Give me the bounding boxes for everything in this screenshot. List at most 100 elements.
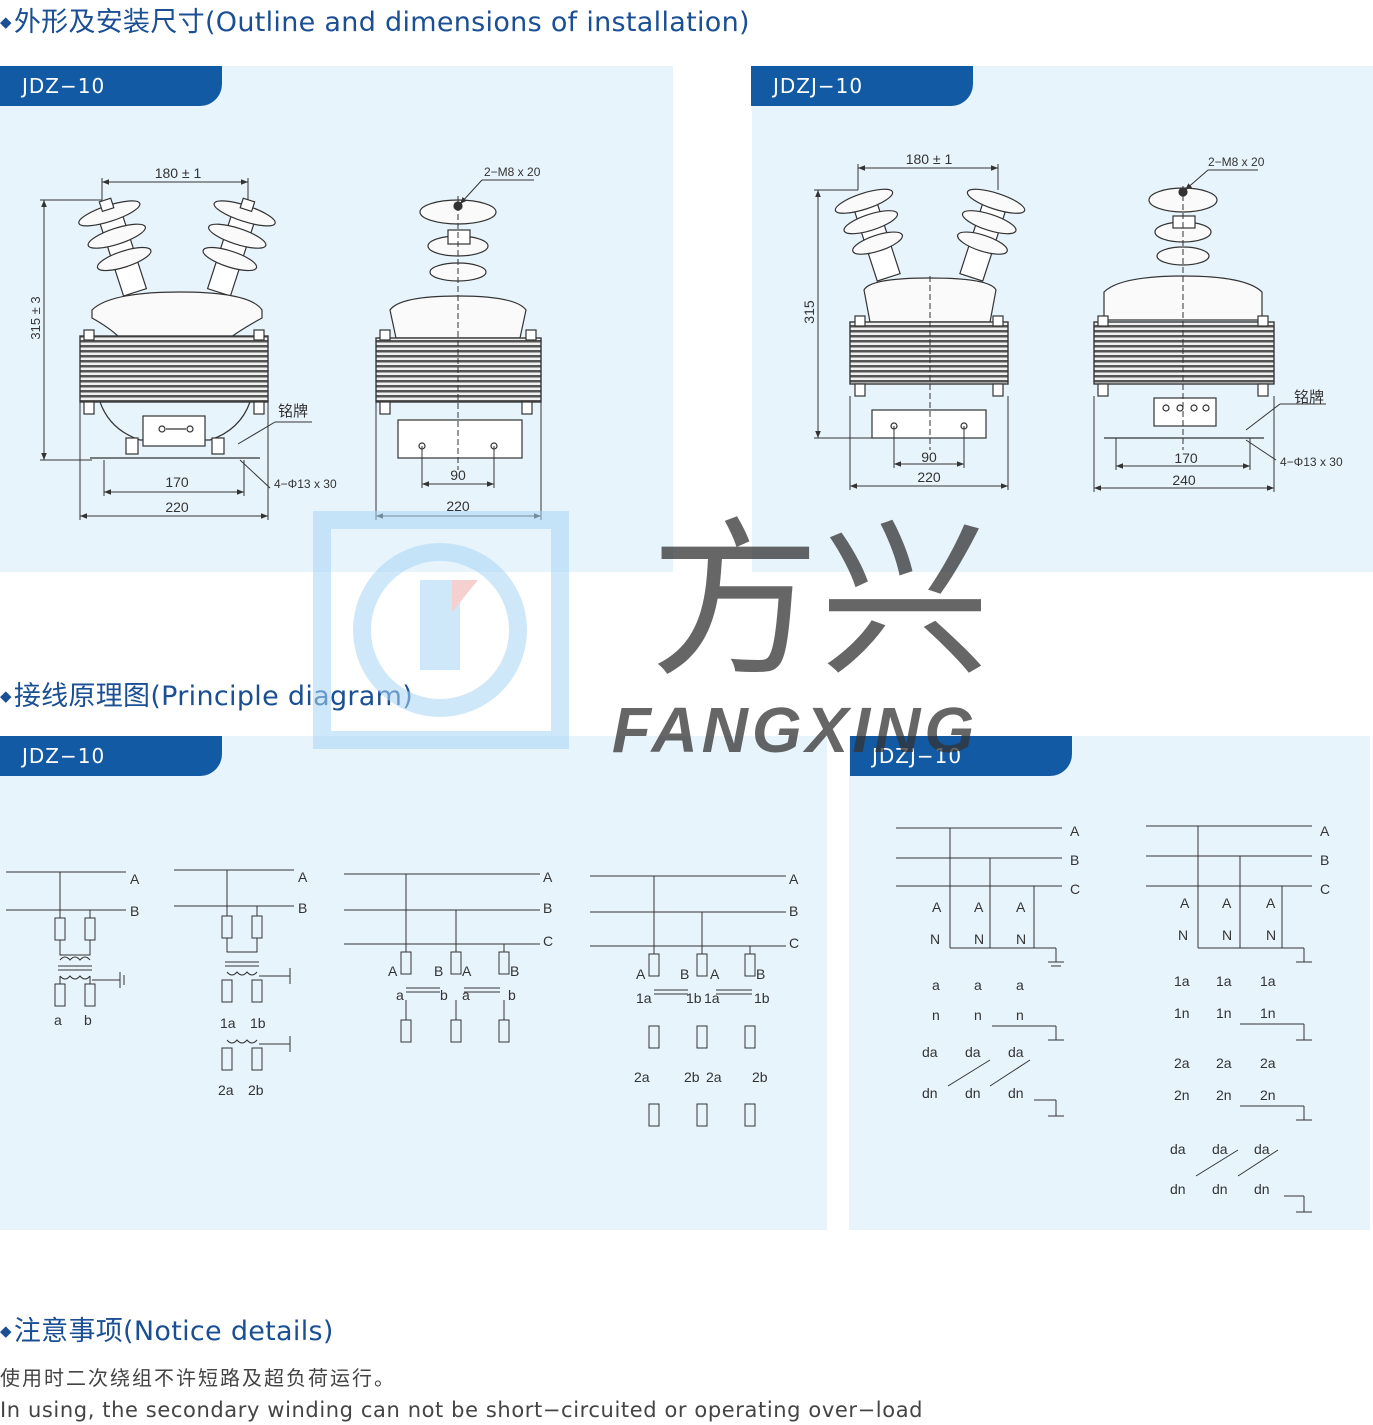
- tab-outline-jdzj: JDZJ−10: [751, 66, 973, 106]
- svg-text:n: n: [974, 1007, 982, 1023]
- outline-heading: ◆外形及安装尺寸(Outline and dimensions of insta…: [0, 7, 750, 38]
- dim-jdz-315: 315 ± 3: [28, 296, 43, 339]
- svg-text:1a: 1a: [1216, 973, 1232, 989]
- diamond-bullet-icon: ◆: [0, 13, 12, 31]
- svg-text:da: da: [1254, 1141, 1270, 1157]
- svg-text:B: B: [1320, 852, 1329, 868]
- svg-text:a: a: [54, 1012, 62, 1028]
- svg-text:A: A: [1180, 895, 1190, 911]
- jdzj-wiring-diagrams: [896, 825, 1312, 1213]
- dim-jdzj-bolt: 2−M8 x 20: [1208, 155, 1265, 169]
- svg-text:B: B: [756, 966, 765, 982]
- svg-text:2a: 2a: [634, 1069, 650, 1085]
- svg-text:dn: dn: [1170, 1181, 1186, 1197]
- svg-text:1b: 1b: [250, 1015, 266, 1031]
- jdzj-front-view: [834, 188, 1026, 439]
- svg-text:n: n: [932, 1007, 940, 1023]
- watermark-cn: 方兴: [650, 507, 990, 697]
- svg-text:1a: 1a: [220, 1015, 236, 1031]
- svg-text:1a: 1a: [636, 990, 652, 1006]
- dim-jdzj-315: 315: [801, 300, 817, 324]
- svg-text:N: N: [1266, 927, 1276, 943]
- jdzj-front-dims: [814, 164, 1009, 490]
- svg-text:dn: dn: [1008, 1085, 1024, 1101]
- svg-text:A: A: [543, 869, 553, 885]
- svg-text:da: da: [1212, 1141, 1228, 1157]
- svg-text:B: B: [680, 966, 689, 982]
- svg-text:B: B: [434, 963, 443, 979]
- svg-text:C: C: [543, 933, 553, 949]
- svg-text:A: A: [298, 869, 308, 885]
- dim-jdzj-90: 90: [921, 449, 937, 465]
- svg-text:dn: dn: [922, 1085, 938, 1101]
- nameplate-label-jdzj: 铭牌: [1294, 389, 1324, 406]
- jdz-front-dims: [40, 178, 312, 520]
- svg-text:A: A: [1016, 899, 1026, 915]
- tab-outline-jdz: JDZ−10: [0, 66, 222, 106]
- svg-text:dn: dn: [1254, 1181, 1270, 1197]
- svg-text:A: A: [388, 963, 398, 979]
- svg-text:A: A: [462, 963, 472, 979]
- svg-text:B: B: [298, 900, 307, 916]
- svg-text:a: a: [1016, 977, 1024, 993]
- dim-jdzj-180: 180 ± 1: [906, 151, 953, 167]
- dim-jdz-bolt: 2−M8 x 20: [484, 165, 541, 179]
- svg-text:n: n: [1016, 1007, 1024, 1023]
- diamond-bullet-icon: ◆: [0, 687, 12, 705]
- svg-text:da: da: [965, 1044, 981, 1060]
- notice-text-cn: 使用时二次绕组不许短路及超负荷运行。: [0, 1366, 396, 1390]
- svg-text:1n: 1n: [1174, 1005, 1190, 1021]
- svg-text:2a: 2a: [1174, 1055, 1190, 1071]
- svg-text:2a: 2a: [218, 1082, 234, 1098]
- dim-jdz-220-front: 220: [165, 499, 189, 515]
- svg-text:2a: 2a: [1260, 1055, 1276, 1071]
- tab-principle-jdzj: JDZJ−10: [850, 736, 1072, 776]
- svg-text:2b: 2b: [684, 1069, 700, 1085]
- dim-jdz-hole: 4−Φ13 x 30: [274, 477, 337, 491]
- fangxing-logo-watermark: [313, 511, 569, 749]
- tab-principle-jdz: JDZ−10: [0, 736, 222, 776]
- svg-text:2b: 2b: [752, 1069, 768, 1085]
- svg-text:N: N: [974, 931, 984, 947]
- svg-text:A: A: [1266, 895, 1276, 911]
- svg-text:da: da: [922, 1044, 938, 1060]
- svg-text:da: da: [1008, 1044, 1024, 1060]
- svg-text:B: B: [510, 963, 519, 979]
- svg-text:1a: 1a: [1260, 973, 1276, 989]
- svg-text:A: A: [789, 871, 799, 887]
- jdz-front-view: [78, 197, 276, 459]
- svg-text:da: da: [1170, 1141, 1186, 1157]
- watermark-en: FANGXING: [612, 694, 978, 766]
- jdzj-side-dims: [1093, 169, 1326, 492]
- svg-text:1a: 1a: [704, 990, 720, 1006]
- svg-text:2n: 2n: [1216, 1087, 1232, 1103]
- jdzj-side-view: [1093, 187, 1275, 439]
- svg-text:1n: 1n: [1260, 1005, 1276, 1021]
- nameplate-label: 铭牌: [278, 403, 308, 420]
- dim-jdz-170: 170: [165, 474, 189, 490]
- svg-text:N: N: [930, 931, 940, 947]
- svg-text:1a: 1a: [1174, 973, 1190, 989]
- svg-text:b: b: [440, 987, 448, 1003]
- svg-text:dn: dn: [1212, 1181, 1228, 1197]
- svg-text:2a: 2a: [706, 1069, 722, 1085]
- svg-text:1n: 1n: [1216, 1005, 1232, 1021]
- svg-text:N: N: [1222, 927, 1232, 943]
- svg-text:A: A: [710, 966, 720, 982]
- svg-text:a: a: [932, 977, 940, 993]
- svg-text:dn: dn: [965, 1085, 981, 1101]
- svg-text:2a: 2a: [1216, 1055, 1232, 1071]
- dim-jdzj-hole: 4−Φ13 x 30: [1280, 455, 1343, 469]
- diamond-bullet-icon: ◆: [0, 1322, 12, 1340]
- svg-text:C: C: [1320, 881, 1330, 897]
- svg-text:A: A: [130, 871, 140, 887]
- svg-text:2b: 2b: [248, 1082, 264, 1098]
- svg-text:A: A: [974, 899, 984, 915]
- svg-text:C: C: [789, 935, 799, 951]
- principle-panel-jdz: [0, 736, 827, 1230]
- svg-text:a: a: [974, 977, 982, 993]
- dim-jdzj-170: 170: [1174, 450, 1198, 466]
- svg-text:C: C: [1070, 881, 1080, 897]
